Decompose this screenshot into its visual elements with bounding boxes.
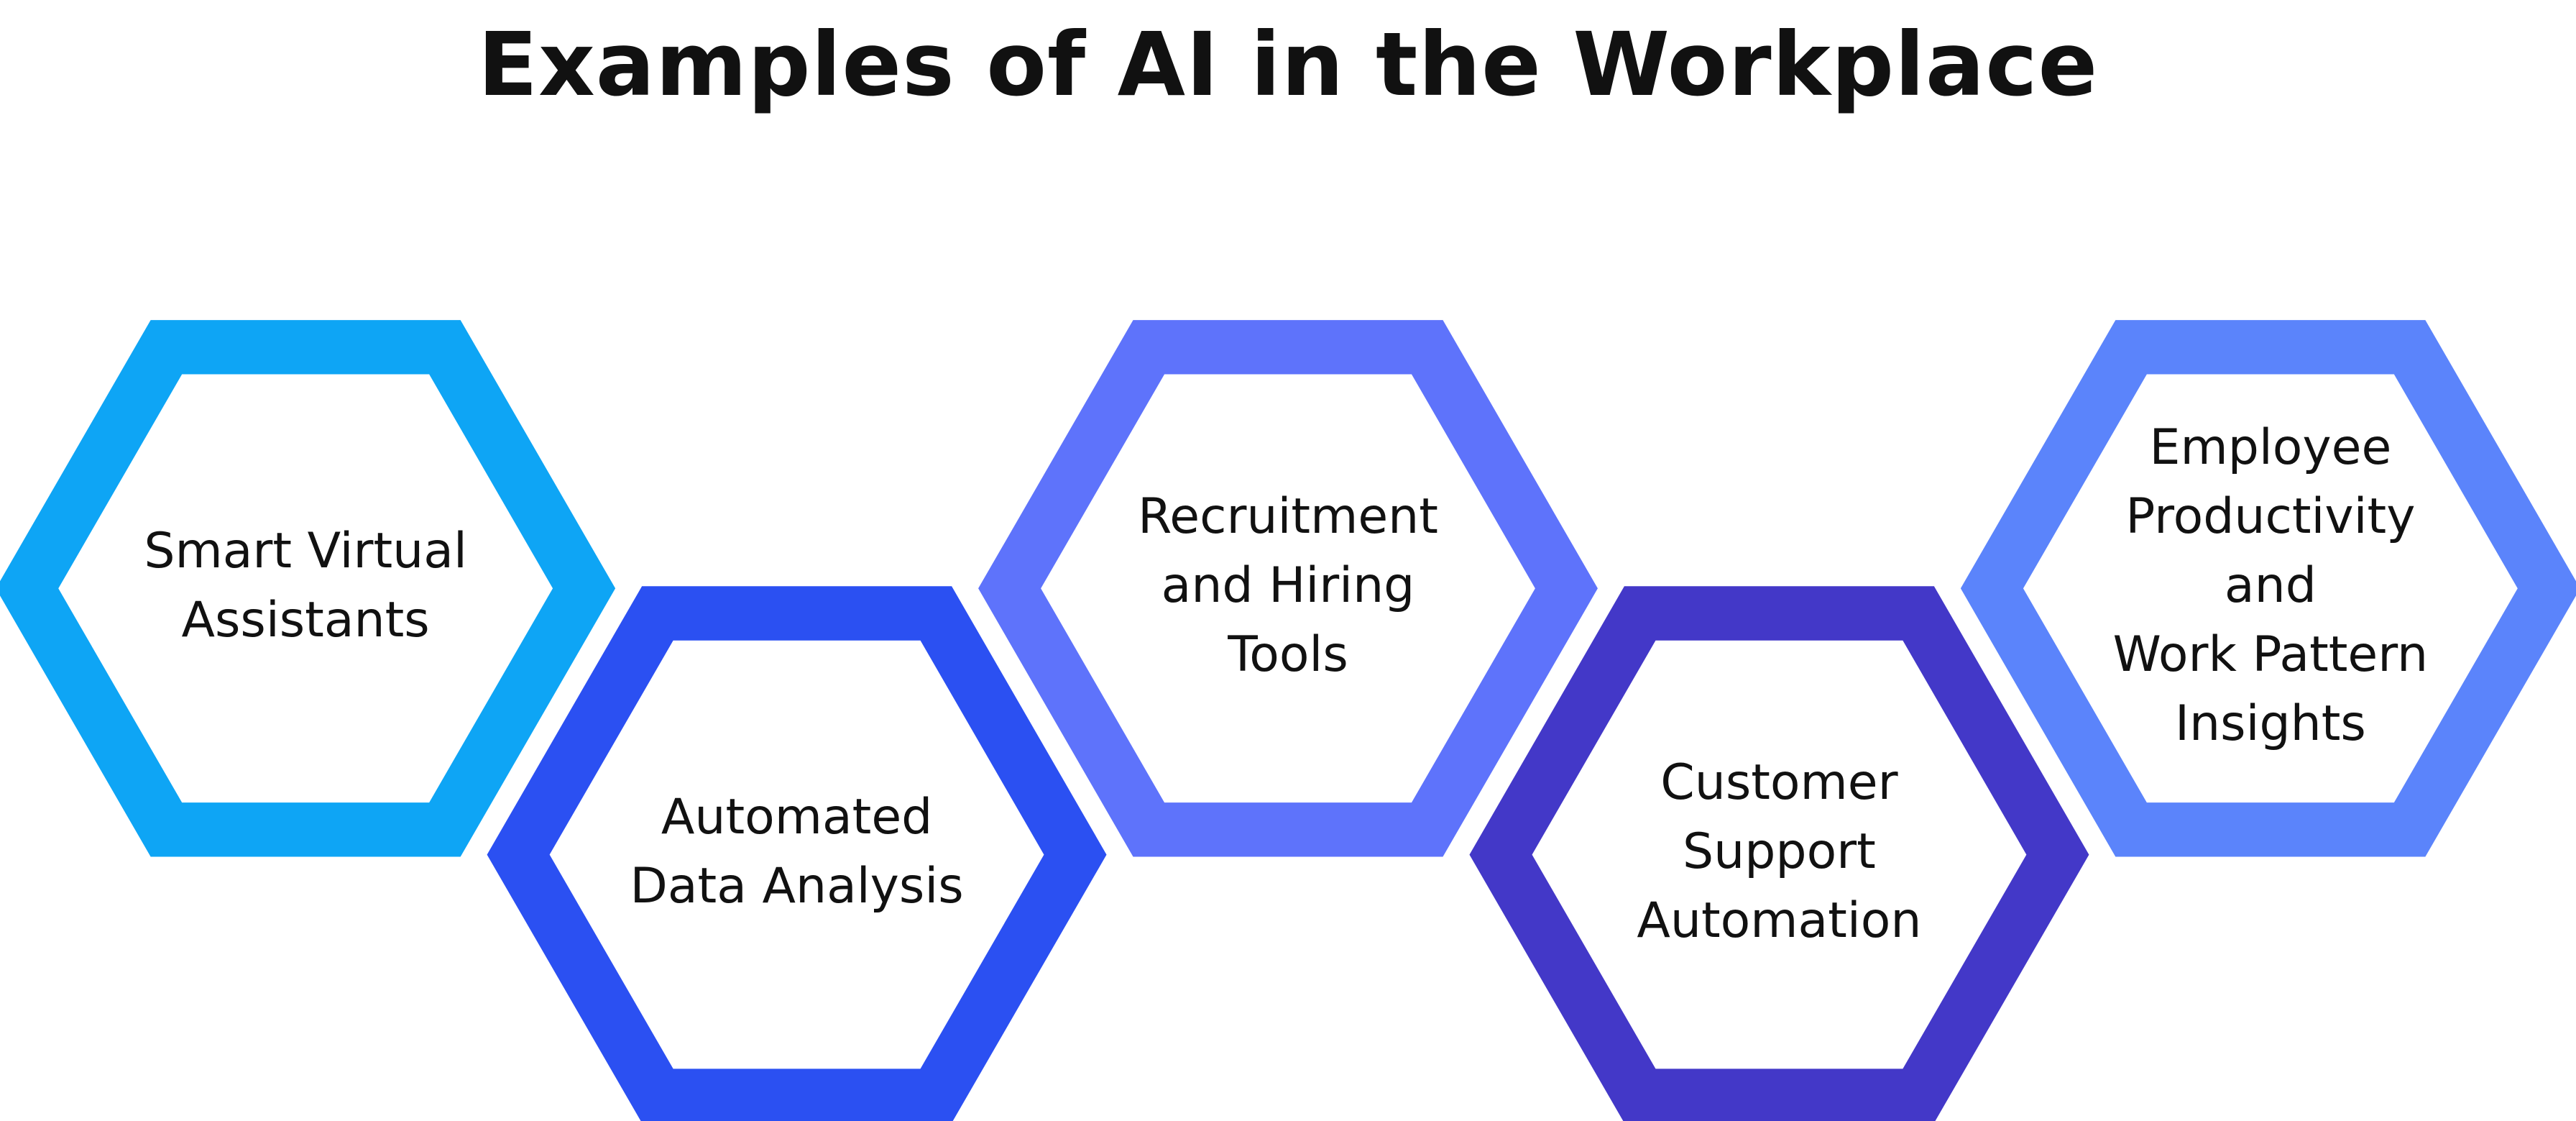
hexagon-label-line: and bbox=[2225, 557, 2317, 614]
hexagon-label-line: Employee bbox=[2150, 419, 2392, 476]
hexagon-ring bbox=[0, 320, 616, 857]
hexagon-label-line: Recruitment bbox=[1138, 488, 1438, 545]
hexagon-label-line: Automation bbox=[1637, 892, 1921, 949]
hexagon-label-line: Insights bbox=[2175, 695, 2366, 752]
page-title: Examples of AI in the Workplace bbox=[477, 14, 2099, 116]
hexagon-ring bbox=[1960, 320, 2576, 857]
hexagon-ring bbox=[487, 586, 1107, 1121]
hexagon-ring bbox=[1469, 586, 2089, 1121]
hexagon-label-line: Work Pattern bbox=[2113, 626, 2428, 683]
hexagon-label-line: Tools bbox=[1227, 626, 1348, 683]
hexagon-ring bbox=[978, 320, 1598, 857]
hexagon-label-line: Customer bbox=[1660, 754, 1898, 811]
hexagon-label-line: and Hiring bbox=[1162, 557, 1415, 614]
hexagon-label-line: Productivity bbox=[2125, 488, 2415, 545]
hexagon-label-line: Automated bbox=[661, 789, 932, 846]
hexagon-label-line: Support bbox=[1683, 823, 1876, 880]
hexagon-label-line: Smart Virtual bbox=[144, 523, 467, 580]
hexagon-label-line: Data Analysis bbox=[630, 858, 964, 915]
hexagon-label-line: Assistants bbox=[181, 592, 429, 649]
